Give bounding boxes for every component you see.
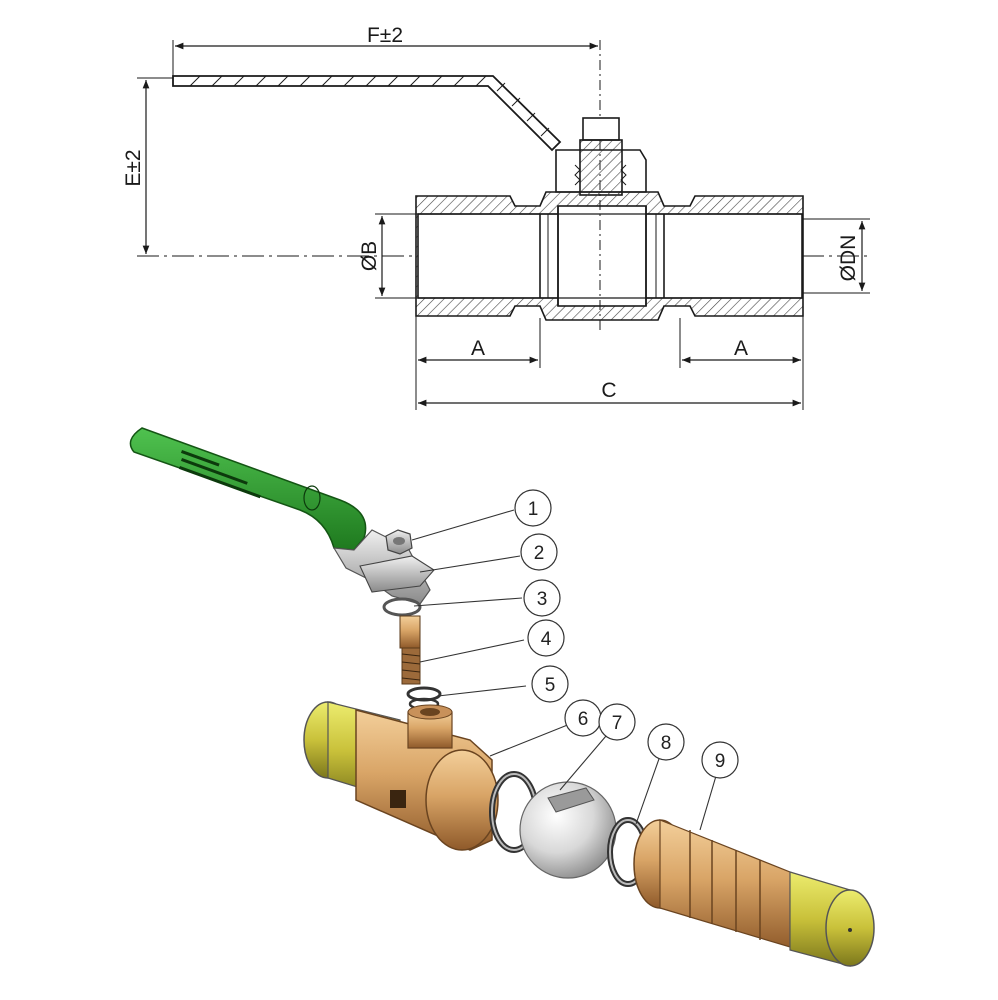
ring-3 bbox=[382, 597, 422, 617]
callout-number: 4 bbox=[541, 629, 552, 650]
dim-label-c: C bbox=[601, 379, 616, 402]
handle-lever bbox=[172, 75, 562, 152]
stem-4 bbox=[399, 615, 421, 685]
callout-number: 3 bbox=[537, 589, 548, 610]
dim-label-dn: ØDN bbox=[837, 235, 860, 282]
dim-label-a-left: A bbox=[471, 337, 485, 360]
dim-label-b: ØB bbox=[358, 241, 381, 271]
callout-number: 6 bbox=[578, 709, 589, 730]
callout-7: 7 bbox=[598, 703, 636, 741]
stem-nut bbox=[582, 117, 620, 141]
callout-number: 2 bbox=[534, 543, 545, 564]
stem-gland bbox=[555, 149, 647, 193]
stem-thread bbox=[620, 164, 627, 186]
callout-number: 9 bbox=[715, 751, 726, 772]
leader-lines bbox=[411, 509, 717, 831]
handle-green bbox=[129, 427, 367, 551]
section-drawing bbox=[137, 40, 870, 410]
dim-label-f: F±2 bbox=[367, 24, 403, 47]
handle-grip-hatching bbox=[189, 75, 550, 137]
ball-bore bbox=[557, 205, 647, 307]
exploded-view: 1 2 3 4 5 6 7 8 9 bbox=[129, 427, 875, 967]
callout-9: 9 bbox=[701, 741, 739, 779]
callout-number: 5 bbox=[545, 675, 556, 696]
callout-number: 7 bbox=[612, 713, 623, 734]
callout-8: 8 bbox=[647, 723, 685, 761]
stem-thread bbox=[574, 164, 581, 186]
callout-3: 3 bbox=[523, 579, 561, 617]
dim-label-e: E±2 bbox=[122, 149, 145, 186]
callout-number: 1 bbox=[528, 499, 539, 520]
ball-slot bbox=[547, 787, 595, 813]
callout-5: 5 bbox=[531, 665, 569, 703]
callout-6: 6 bbox=[564, 699, 602, 737]
callout-2: 2 bbox=[520, 533, 558, 571]
handle-lettering bbox=[178, 449, 321, 511]
dim-label-a-right: A bbox=[734, 337, 748, 360]
callout-number: 8 bbox=[661, 733, 672, 754]
callout-1: 1 bbox=[514, 489, 552, 527]
end-connector-9 bbox=[633, 819, 875, 967]
handle-plate-2 bbox=[359, 555, 435, 593]
valve-body-6 bbox=[303, 701, 499, 851]
callout-4: 4 bbox=[527, 619, 565, 657]
stem bbox=[579, 139, 623, 196]
